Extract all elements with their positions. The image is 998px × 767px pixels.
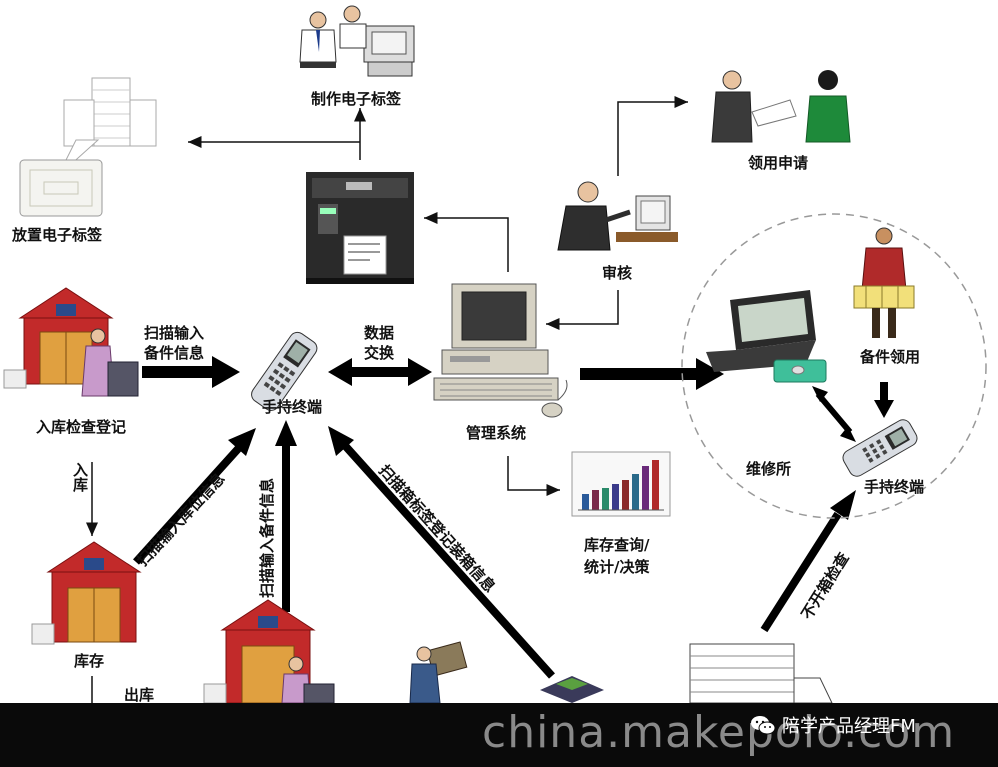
spare-info-label: 备件信息 bbox=[144, 344, 205, 362]
bar-chart-icon bbox=[571, 451, 671, 517]
stock-query-line2: 统计/决策 bbox=[584, 558, 650, 576]
warehouse-icon bbox=[203, 599, 335, 704]
brand-text: 陪学产品经理FM bbox=[782, 716, 916, 737]
management-system-label: 管理系统 bbox=[466, 424, 527, 442]
scan-input-label: 扫描输入 bbox=[144, 324, 205, 342]
thick-lines bbox=[133, 382, 888, 679]
inbound-register-label: 入库检查登记 bbox=[36, 418, 127, 436]
laptop-icon bbox=[706, 290, 827, 383]
handheld-icon bbox=[251, 331, 318, 411]
thick-heads bbox=[228, 386, 894, 520]
scan-spare-label: 扫描输入备件信息 bbox=[258, 477, 276, 598]
watermark-text: china.makepolo.com bbox=[482, 707, 956, 758]
stock-query-line1: 库存查询/ bbox=[584, 536, 650, 554]
packages-icon bbox=[540, 676, 604, 703]
apply-label: 领用申请 bbox=[748, 154, 809, 172]
repair-shop-label: 维修所 bbox=[746, 460, 792, 478]
handheld-icon bbox=[842, 419, 918, 477]
make-tag-label: 制作电子标签 bbox=[311, 90, 402, 108]
thin-connectors bbox=[86, 96, 688, 703]
apply-people-icon bbox=[711, 70, 851, 143]
repair-zone-circle bbox=[681, 213, 987, 519]
audit-label: 审核 bbox=[602, 264, 633, 282]
handheld2-label: 手持终端 bbox=[864, 478, 925, 496]
spare-use-person-icon bbox=[853, 227, 915, 338]
tag-sheets-icon bbox=[19, 77, 157, 217]
data-label: 数据 bbox=[364, 324, 395, 342]
audit-staff-icon bbox=[557, 181, 678, 251]
worker-carrying-box-icon bbox=[409, 641, 468, 704]
exchange-label: 交换 bbox=[364, 344, 395, 362]
spare-use-label: 备件领用 bbox=[860, 348, 921, 366]
thick-arrows bbox=[142, 356, 724, 390]
wechat-icon bbox=[751, 716, 776, 735]
handheld-label: 手持终端 bbox=[262, 398, 323, 416]
footer-bar bbox=[0, 703, 998, 767]
outbound-label: 出库 bbox=[124, 686, 155, 704]
brand-badge: 陪学产品经理FM bbox=[750, 712, 916, 738]
tag-making-staff-icon bbox=[299, 5, 415, 77]
truck-icon bbox=[689, 643, 833, 704]
inbound-label: 入库 bbox=[71, 462, 89, 492]
printer-icon bbox=[306, 172, 414, 284]
laptop-handheld-link bbox=[815, 392, 853, 434]
place-tag-label: 放置电子标签 bbox=[12, 226, 103, 244]
warehouse-label: 库存 bbox=[74, 652, 105, 670]
warehouse-icon bbox=[3, 287, 139, 397]
warehouse-icon bbox=[31, 541, 142, 645]
computer-icon bbox=[433, 283, 568, 418]
